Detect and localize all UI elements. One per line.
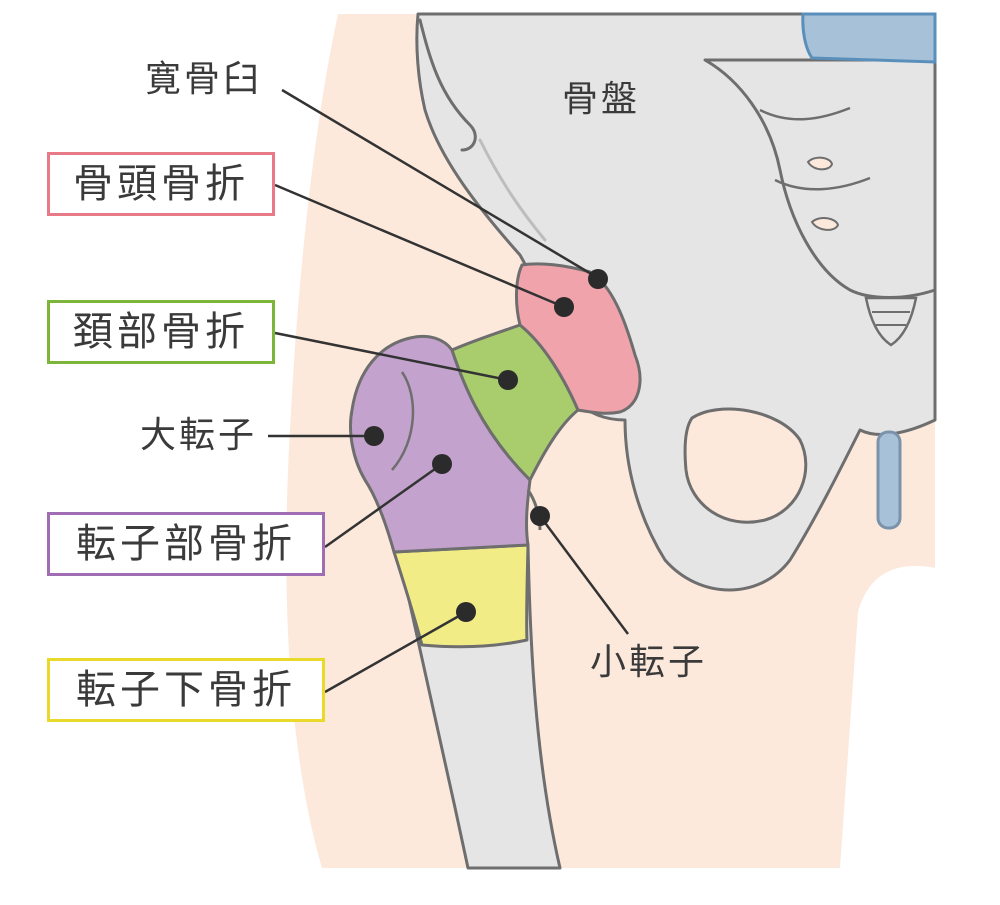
label-pelvis: 骨盤 (562, 79, 641, 120)
markers (364, 269, 608, 622)
sacrum-ridge (759, 106, 851, 121)
marker-head (554, 297, 574, 317)
leader-lines (268, 88, 630, 694)
label-subtrochanteric-fracture: 転子下骨折 (47, 658, 325, 722)
lumbar-disc (801, 12, 937, 64)
pubic-symphysis (876, 430, 902, 530)
label-femoral-neck-fracture: 頚部骨折 (47, 300, 275, 364)
zone-neck (450, 323, 580, 482)
sacral-foramen-1 (806, 156, 834, 171)
leader-acetabulum (281, 88, 599, 280)
obturator-foramen (683, 407, 808, 524)
leader-trochanteric (324, 462, 443, 549)
marker-trochanteric (432, 454, 452, 474)
label-acetabulum: 寛骨臼 (145, 59, 263, 100)
iliac-wing-inner (478, 138, 547, 242)
coccyx (864, 296, 918, 347)
sacral-foramen-2 (810, 217, 840, 231)
marker-lesser-trochanter (530, 506, 550, 526)
label-greater-trochanter: 大転子 (140, 415, 258, 456)
marker-acetabulum (588, 269, 608, 289)
leader-subtrochanteric (324, 610, 467, 694)
zone-subtrochanteric (392, 543, 530, 649)
iliac-wing-edge (418, 18, 477, 152)
sacrum-ridge-2 (774, 176, 871, 191)
label-lesser-trochanter: 小転子 (590, 642, 708, 683)
label-trochanteric-fracture: 転子部骨折 (47, 512, 325, 576)
leader-lesser-trochanter (538, 515, 630, 635)
marker-neck (498, 370, 518, 390)
marker-greater-trochanter (364, 426, 384, 446)
marker-subtrochanteric (456, 602, 476, 622)
leader-head (274, 183, 565, 309)
label-femoral-head-fracture: 骨頭骨折 (47, 152, 275, 216)
leader-neck (274, 331, 509, 382)
greater-trochanter-ridge (391, 371, 415, 471)
